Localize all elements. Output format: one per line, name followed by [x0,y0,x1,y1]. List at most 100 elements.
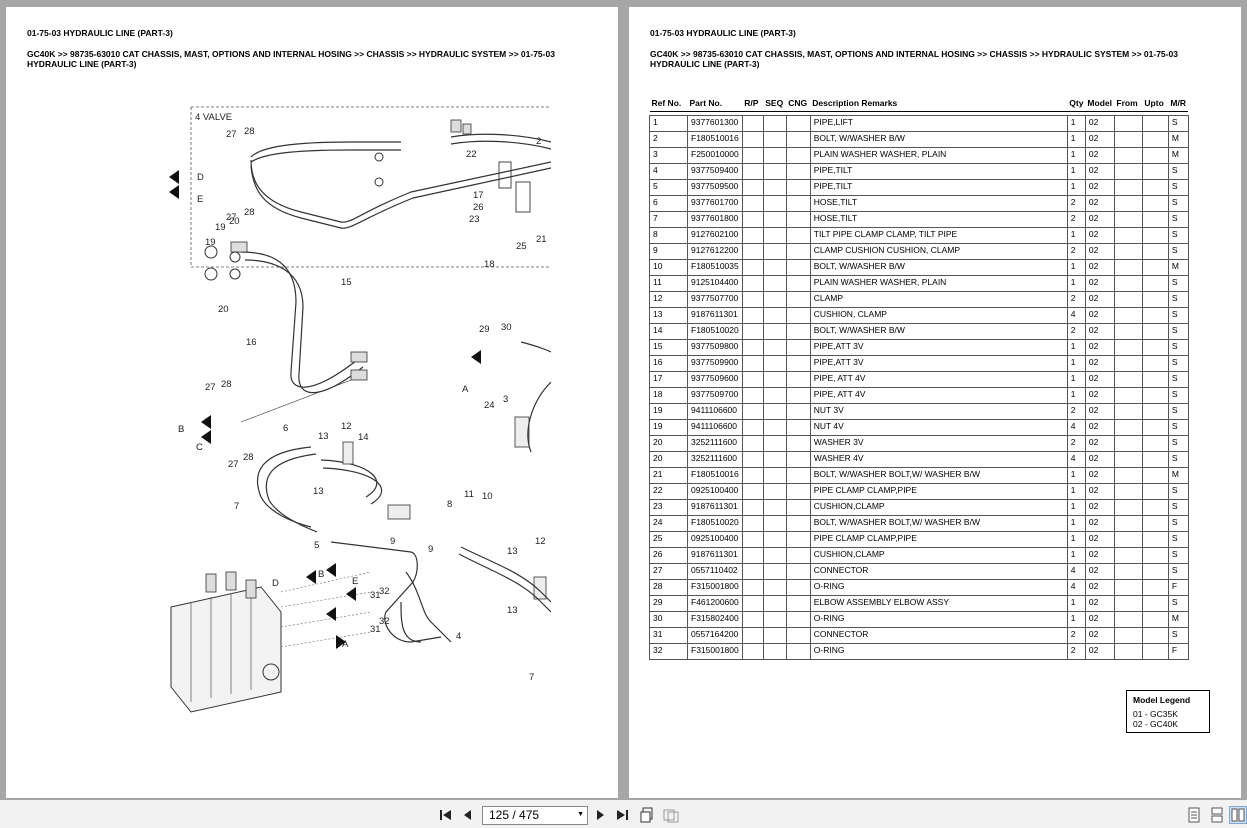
cng-cell [785,531,811,548]
two-page-icon[interactable] [1229,806,1247,824]
qty-cell: 1 [1066,131,1086,148]
single-page-icon[interactable] [1186,807,1202,823]
part-no-cell: F315001800 [687,643,743,660]
prev-page-icon[interactable] [460,807,476,823]
model-cell: 02 [1084,195,1115,212]
rp-cell [741,403,764,420]
continuous-page-icon[interactable] [1209,807,1225,823]
cng-cell [785,563,811,580]
svg-text:18: 18 [484,259,495,270]
upto-cell [1141,147,1169,164]
upto-cell [1141,403,1169,420]
upto-cell [1141,179,1169,196]
seq-cell [762,115,787,132]
svg-text:17: 17 [473,190,484,201]
svg-text:20: 20 [229,216,240,227]
description-cell: CUSHION, CLAMP [809,307,1068,324]
cng-cell [785,179,811,196]
description-cell: WASHER 4V [809,451,1068,468]
page-number-select[interactable]: 125 / 475 ▼ [482,806,588,825]
cng-cell [785,611,811,628]
part-no-cell: 9377601300 [687,115,743,132]
part-no-cell: 9187611301 [687,499,743,516]
model-cell: 02 [1084,355,1115,372]
qty-cell: 1 [1066,371,1086,388]
upto-cell [1141,643,1169,660]
part-no-cell: 9411106600 [687,419,743,436]
part-no-cell: F180510020 [687,323,743,340]
upto-cell [1141,131,1169,148]
cng-cell [785,387,811,404]
upto-cell [1141,579,1169,596]
cng-cell [785,259,811,276]
upto-cell [1141,387,1169,404]
ref-no-cell: 19 [649,403,688,420]
ref-no-cell: 11 [649,275,688,292]
cng-cell [785,307,811,324]
qty-cell: 1 [1066,467,1086,484]
from-cell [1113,499,1143,516]
from-cell [1113,131,1143,148]
qty-cell: 1 [1066,163,1086,180]
cng-cell [785,163,811,180]
fit-page-icon[interactable] [640,807,656,823]
ref-no-cell: 5 [649,179,688,196]
qty-cell: 4 [1066,307,1086,324]
ref-no-cell: 28 [649,579,688,596]
svg-text:E: E [352,576,358,587]
rp-cell [741,195,764,212]
model-cell: 02 [1084,515,1115,532]
from-cell [1113,595,1143,612]
last-page-icon[interactable] [614,807,630,823]
part-no-cell: F180510035 [687,259,743,276]
description-cell: BOLT, W/WASHER B/W [809,323,1068,340]
legend-title: Model Legend [1133,695,1191,705]
rp-cell [741,275,764,292]
model-cell: 02 [1084,147,1115,164]
seq-cell [762,403,787,420]
part-no-cell: 9377509800 [687,339,743,356]
model-cell: 02 [1084,563,1115,580]
seq-cell [762,499,787,516]
rp-cell [741,579,764,596]
description-cell: O-RING [809,643,1068,660]
from-cell [1113,403,1143,420]
rp-cell [741,643,764,660]
svg-text:13: 13 [313,486,324,497]
mr-cell: S [1167,243,1189,260]
model-cell: 02 [1084,323,1115,340]
part-no-cell: 3252111600 [687,435,743,452]
upto-cell [1141,627,1169,644]
rp-cell [741,611,764,628]
description-cell: O-RING [809,579,1068,596]
mr-cell: S [1167,339,1189,356]
from-cell [1113,387,1143,404]
cng-cell [785,515,811,532]
model-cell: 02 [1084,435,1115,452]
svg-text:31: 31 [370,624,381,635]
upto-cell [1141,243,1169,260]
svg-text:27: 27 [226,129,237,140]
upto-cell [1141,547,1169,564]
ref-no-cell: 2 [649,131,688,148]
model-cell: 02 [1084,131,1115,148]
upto-cell [1141,211,1169,228]
cng-cell [785,211,811,228]
breadcrumb-right: GC40K >> 98735-63010 CAT CHASSIS, MAST, … [650,49,1178,69]
next-page-icon[interactable] [592,807,608,823]
first-page-icon[interactable] [438,807,454,823]
col-header: Qty [1067,95,1086,112]
cng-cell [785,627,811,644]
rp-cell [741,595,764,612]
fit-width-icon[interactable] [663,807,679,823]
